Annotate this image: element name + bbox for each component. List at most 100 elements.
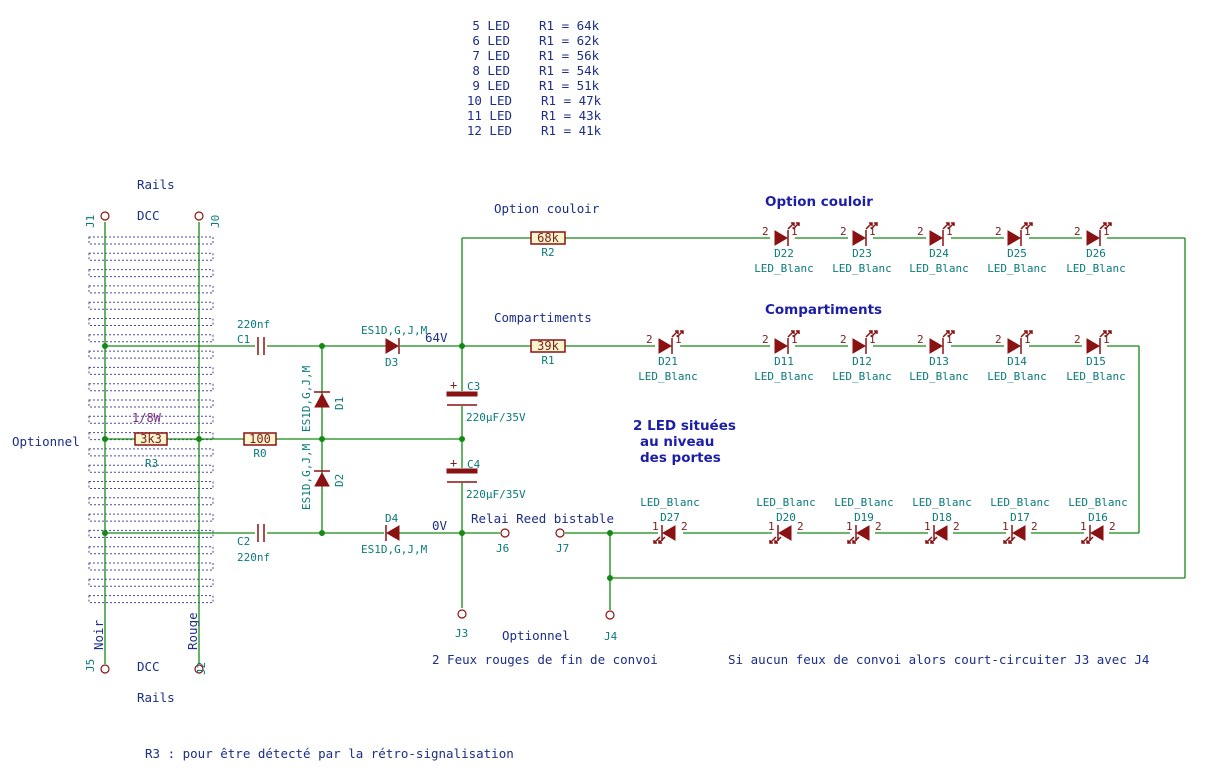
table-led: 11 LED (467, 108, 512, 123)
connector-j2[interactable] (194, 664, 204, 674)
d1-value: ES1D,G,J,M (300, 365, 313, 432)
pin-label: 1 (1024, 225, 1031, 238)
table-r: R1 = 43k (541, 108, 602, 123)
d1-ref: D1 (333, 397, 346, 410)
table-r: R1 = 54k (539, 63, 600, 78)
led-ref: D11 (774, 355, 794, 368)
diode-d2[interactable]: D2 ES1D,G,J,M (300, 443, 346, 510)
resistor-r0[interactable]: 100 R0 (243, 432, 277, 460)
capacitor-c1[interactable]: C1 220nf (237, 318, 270, 355)
j5-label: J5 (84, 659, 97, 672)
pin-label: 1 (1002, 520, 1009, 533)
rail-sleeve (88, 252, 214, 261)
pin-label: 1 (1080, 520, 1087, 533)
resistor-r3[interactable]: 3k3 1/8W R3 (132, 411, 168, 470)
connector-j5[interactable] (100, 664, 110, 674)
pin-label: 1 (1103, 225, 1110, 238)
led-ref: D23 (852, 247, 872, 260)
connector-j7[interactable] (555, 528, 565, 538)
pin-label: 1 (791, 225, 798, 238)
j0-label: J0 (209, 215, 222, 228)
compartiments-title: Compartiments (765, 302, 882, 318)
rail-sleeve (88, 399, 214, 408)
pin-label: 2 (762, 333, 769, 346)
pin-label: 1 (768, 520, 775, 533)
pin-label: 1 (869, 333, 876, 346)
led-value: LED_Blanc (1066, 370, 1126, 383)
led-value: LED_Blanc (640, 496, 700, 509)
relai-label: Relai Reed bistable (471, 511, 614, 526)
diode-d3[interactable]: ES1D,G,J,M D3 (361, 324, 428, 369)
rail-sleeve (88, 448, 214, 457)
table-led: 10 LED (467, 93, 512, 108)
pin-label: 2 (1074, 333, 1081, 346)
led-value: LED_Blanc (990, 496, 1050, 509)
led-value: LED_Blanc (909, 370, 969, 383)
table-r: R1 = 41k (541, 123, 602, 138)
pin-label: 2 (646, 333, 653, 346)
dcc-top-label: DCC (137, 208, 160, 223)
connector-j6[interactable] (500, 528, 510, 538)
rail-sleeve (88, 285, 214, 294)
resistor-r2[interactable]: 68k R2 (530, 231, 566, 259)
led-value: LED_Blanc (756, 496, 816, 509)
pin-label: 1 (652, 520, 659, 533)
resistor-r1[interactable]: 39k R1 (530, 339, 566, 367)
capacitor-c4[interactable]: + C4 220µF/35V (446, 456, 526, 501)
led-note-line3: des portes (640, 450, 721, 466)
led-value: LED_Blanc (754, 370, 814, 383)
connector-j0[interactable] (194, 211, 204, 221)
connector-j1[interactable] (100, 211, 110, 221)
option-couloir-net: Option couloir (494, 201, 600, 216)
pin-label: 2 (953, 520, 960, 533)
rails-bottom-label: Rails (137, 690, 175, 705)
capacitor-c2[interactable]: C2 220nf (237, 524, 270, 564)
diode-d1[interactable]: D1 ES1D,G,J,M (300, 365, 346, 432)
table-r: R1 = 64k (539, 18, 600, 33)
connectors-small: J3 J4 J6 J7 (455, 528, 618, 643)
pin-label: 1 (924, 520, 931, 533)
rail-sleeve (88, 497, 214, 506)
connector-j3[interactable] (457, 609, 467, 619)
v0-label: 0V (432, 518, 448, 533)
pin-label: 2 (840, 225, 847, 238)
pin-label: 1 (846, 520, 853, 533)
capacitor-c3[interactable]: + C3 220µF/35V (446, 378, 526, 424)
rail-sleeve (88, 383, 214, 392)
j1-label: J1 (84, 215, 97, 228)
rail-sleeve (88, 464, 214, 473)
pin-label: 2 (995, 225, 1002, 238)
led-value: LED_Blanc (1066, 262, 1126, 275)
diode-d4[interactable]: D4 ES1D,G,J,M (361, 512, 428, 556)
connector-j4[interactable] (605, 610, 615, 620)
pin-label: 1 (791, 333, 798, 346)
led-ref: D26 (1086, 247, 1106, 260)
c1-ref: C1 (237, 333, 250, 346)
led-ref: D25 (1007, 247, 1027, 260)
d2-value: ES1D,G,J,M (300, 443, 313, 510)
j3-label: J3 (455, 627, 468, 640)
c4-value: 220µF/35V (466, 488, 526, 501)
pin-label: 2 (917, 333, 924, 346)
led-ref: D14 (1007, 355, 1027, 368)
rail-sleeve (88, 595, 214, 604)
j6-label: J6 (496, 542, 509, 555)
